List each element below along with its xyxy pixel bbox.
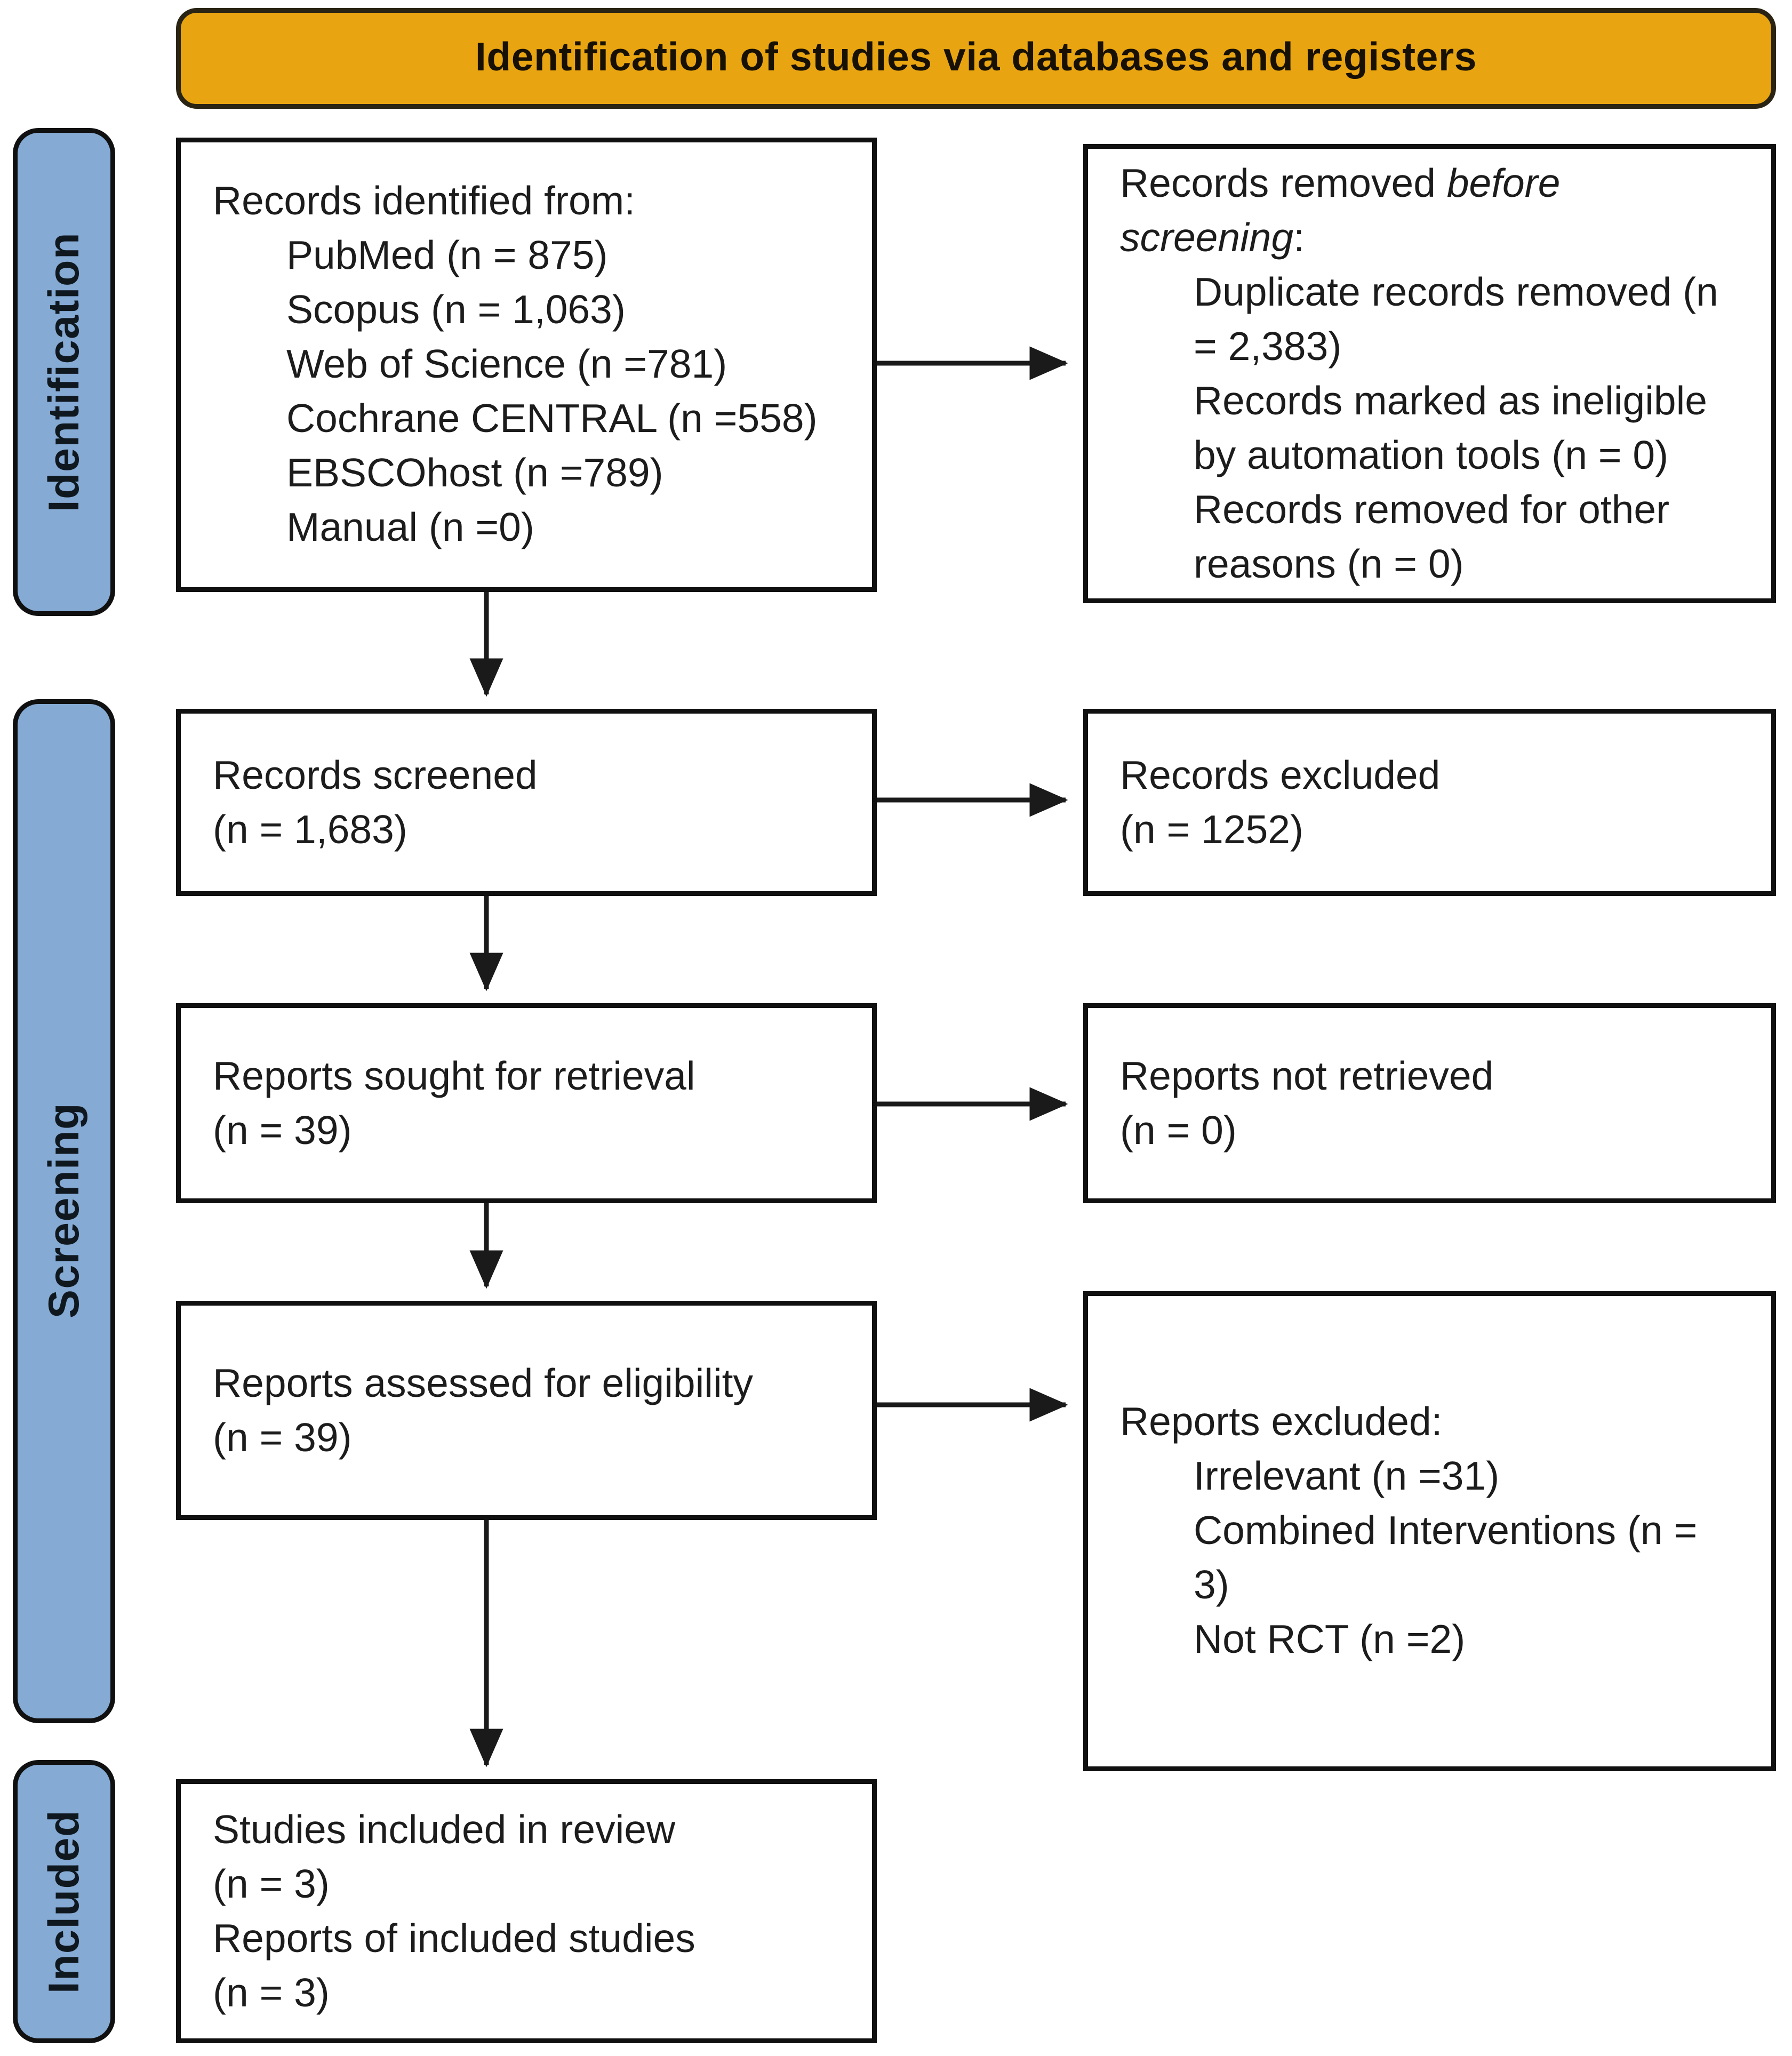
text-line: (n = 3) (213, 1861, 330, 1907)
text-line: (n = 39) (213, 1415, 352, 1460)
text-line: (n = 3) (213, 1970, 330, 2015)
text-line: Reports not retrieved (1120, 1053, 1494, 1099)
box-records-removed: Records removed before screening: Duplic… (1083, 144, 1776, 603)
text-line: Duplicate records removed (n (1194, 269, 1718, 315)
box-records-identified: Records identified from: PubMed (n = 875… (176, 138, 877, 592)
text-line: Irrelevant (n =31) (1194, 1454, 1500, 1499)
text-line: Reports excluded: (1120, 1400, 1443, 1445)
stage-label-identification-text: Identification (39, 232, 87, 512)
box-reports-sought: Reports sought for retrieval (n = 39) (176, 1003, 877, 1203)
text-line: Cochrane CENTRAL (n =558) (286, 397, 818, 442)
box-records-screened: Records screened (n = 1,683) (176, 709, 877, 896)
text-line: Records removed for other (1194, 487, 1670, 532)
text-line: EBSCOhost (n =789) (286, 451, 663, 496)
text-line: by automation tools (n = 0) (1194, 433, 1669, 478)
text-line: Records marked as ineligible (1194, 378, 1707, 423)
text-line: PubMed (n = 875) (286, 234, 608, 278)
stage-label-screening-text: Screening (39, 1103, 87, 1319)
text-line: (n = 39) (213, 1108, 352, 1153)
box-reports-assessed: Reports assessed for eligibility (n = 39… (176, 1301, 877, 1520)
text-line: Records identified from: (213, 179, 636, 224)
text-line: screening: (1120, 215, 1305, 260)
text-line: 3) (1194, 1563, 1229, 1608)
stage-label-screening: Screening (13, 699, 115, 1723)
stage-label-included-text: Included (39, 1809, 87, 1994)
text-line: (n = 1252) (1120, 807, 1304, 852)
text-line: Scopus (n = 1,063) (286, 288, 626, 333)
text-line: Studies included in review (213, 1807, 676, 1852)
stage-label-identification: Identification (13, 128, 115, 616)
text-line: Reports of included studies (213, 1916, 695, 1961)
text-line: (n = 0) (1120, 1108, 1237, 1153)
text-line: (n = 1,683) (213, 807, 407, 852)
text-line: Records excluded (1120, 753, 1441, 798)
text-line: Not RCT (n =2) (1194, 1618, 1466, 1662)
text-line: Combined Interventions (n = (1194, 1509, 1698, 1554)
box-reports-not-retrieved: Reports not retrieved (n = 0) (1083, 1003, 1776, 1203)
box-records-excluded: Records excluded (n = 1252) (1083, 709, 1776, 896)
text-line: Web of Science (n =781) (286, 342, 727, 387)
text-line: Manual (n =0) (286, 506, 534, 550)
banner-title: Identification of studies via databases … (176, 8, 1776, 109)
text-line: Reports assessed for eligibility (213, 1361, 753, 1406)
text-line: Records removed before (1120, 161, 1561, 206)
text-line: Reports sought for retrieval (213, 1053, 695, 1099)
stage-label-included: Included (13, 1760, 115, 2043)
banner-title-text: Identification of studies via databases … (475, 35, 1477, 80)
text-line: Records screened (213, 753, 538, 798)
text-line: = 2,383) (1194, 324, 1342, 369)
box-studies-included: Studies included in review (n = 3) Repor… (176, 1779, 877, 2043)
text-line: reasons (n = 0) (1194, 541, 1464, 587)
box-reports-excluded: Reports excluded: Irrelevant (n =31) Com… (1083, 1291, 1776, 1771)
